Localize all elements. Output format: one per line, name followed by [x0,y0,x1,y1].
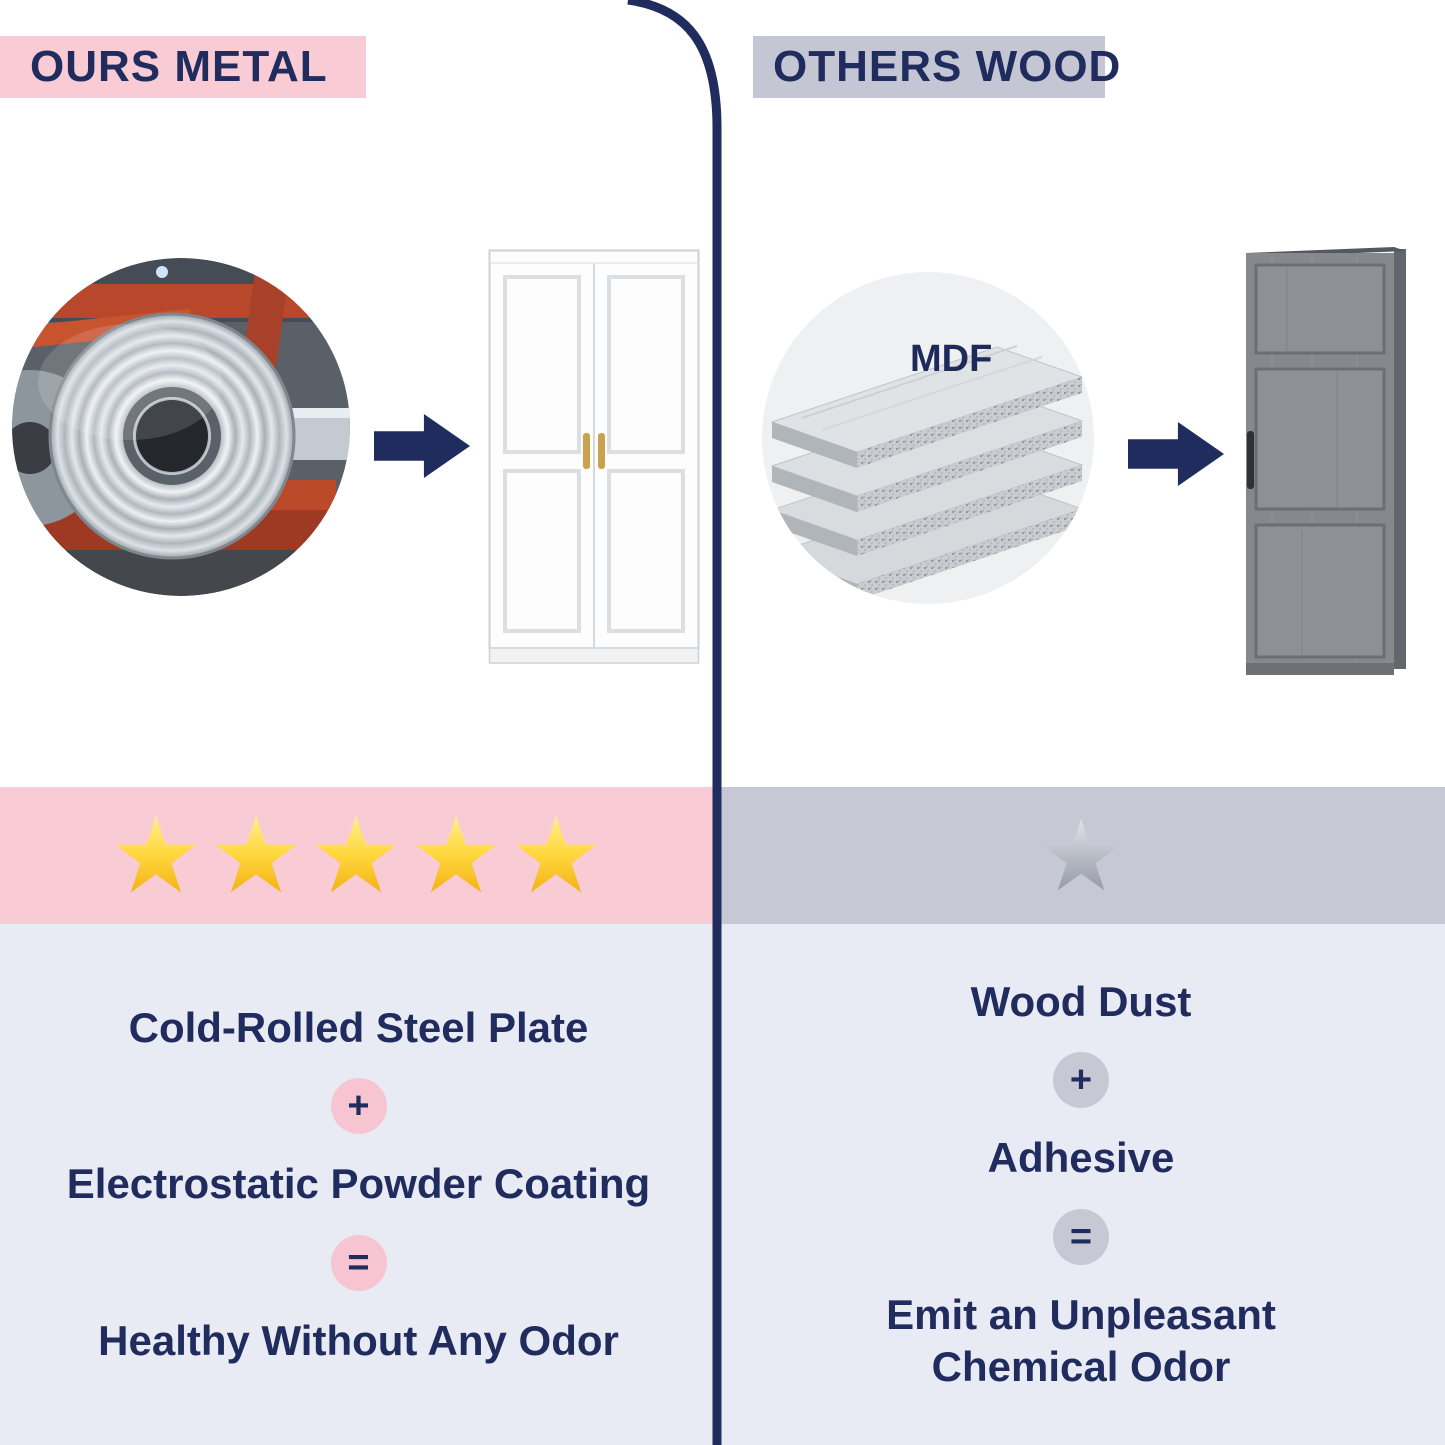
gray-wood-cabinet-image [1242,243,1408,681]
left-header-label: OURS METAL [30,42,328,91]
right-process-text: Adhesive [987,1134,1175,1181]
right-header-badge: OTHERS WOOD [753,36,1120,98]
mdf-material-label: MDF [910,338,993,380]
arrow-right-icon [1128,422,1224,486]
left-header-badge: OURS METAL [0,36,366,98]
equals-badge: = [330,1234,387,1291]
steel-coil-photo [12,258,350,596]
white-cabinet-illustration [488,249,700,664]
left-formula-panel: Cold-Rolled Steel Plate + Electrostatic … [0,924,717,1445]
equals-badge: = [1053,1208,1109,1265]
right-formula-panel: Wood Dust + Adhesive = Emit an Unpleasan… [717,924,1445,1445]
gray-cabinet-illustration [1246,247,1406,675]
left-material-text: Cold-Rolled Steel Plate [128,1003,589,1051]
plus-badge: + [330,1078,387,1135]
right-rating-band: ★ [717,787,1445,924]
right-result-text: Emit an Unpleasant Chemical Odor [886,1290,1276,1391]
mdf-board-illustration [762,272,1094,604]
left-result-text: Healthy Without Any Odor [98,1316,619,1364]
five-star-rating: ★★★★★ [108,796,609,915]
plus-badge: + [1053,1052,1109,1108]
left-rating-band: ★★★★★ [0,787,717,924]
right-header-label: OTHERS WOOD [773,42,1122,91]
steel-coil-illustration [12,258,350,596]
white-metal-cabinet-image [488,249,700,666]
one-star-rating: ★ [1037,800,1125,911]
arrow-right-icon [374,414,470,478]
left-process-text: Electrostatic Powder Coating [66,1160,651,1208]
right-material-text: Wood Dust [970,977,1192,1025]
mdf-board-photo: MDF [762,272,1094,604]
